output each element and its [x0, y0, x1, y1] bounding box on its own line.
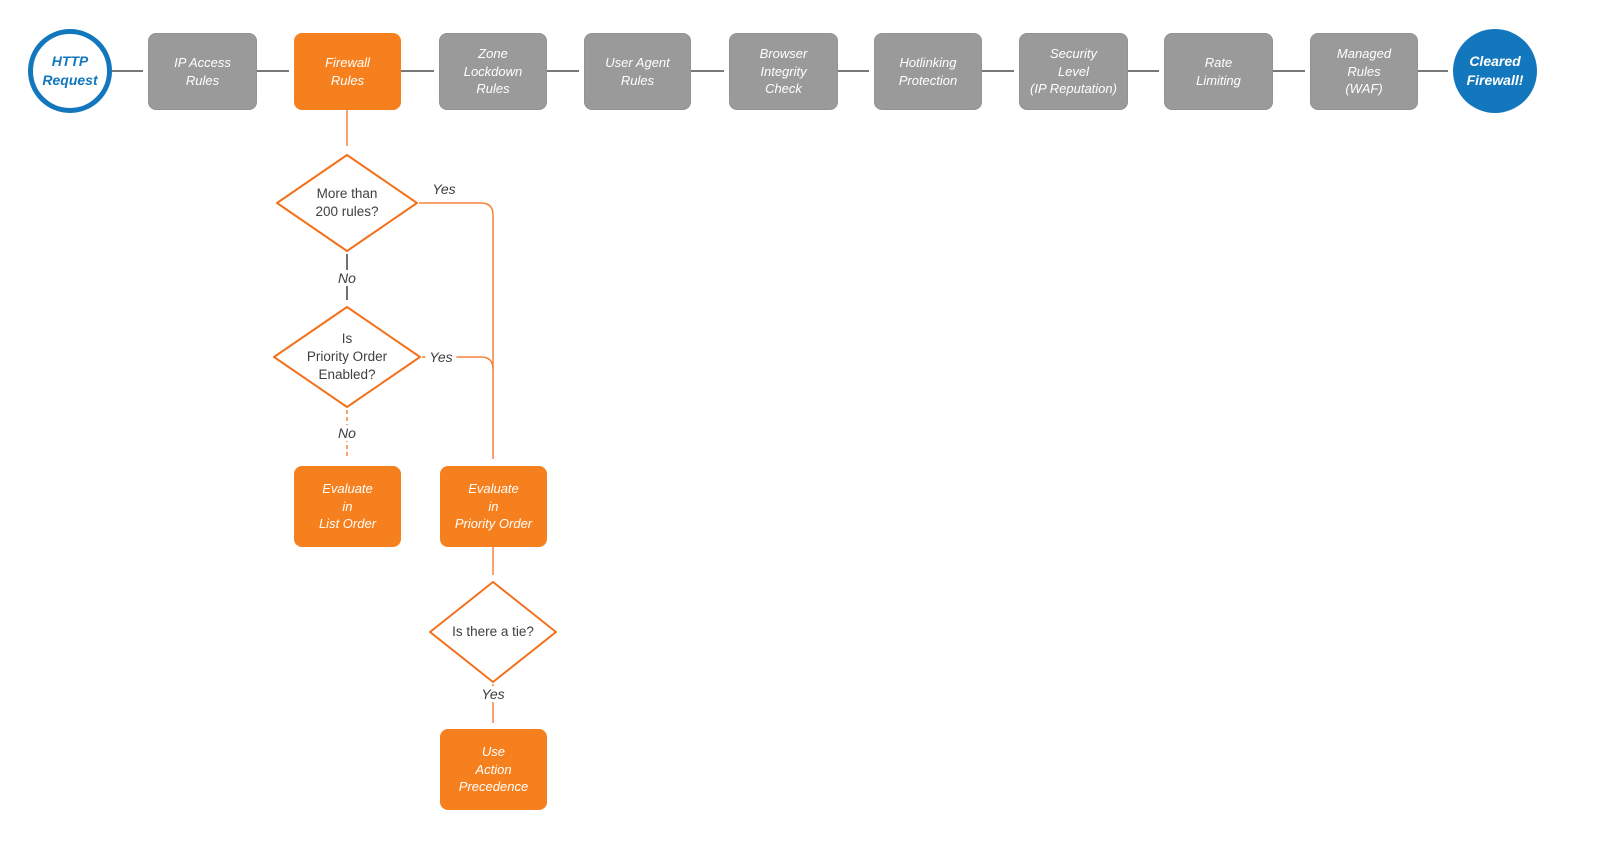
node-decision-priority-order-enabled: Is Priority Order Enabled?: [272, 305, 422, 409]
node-browser-integrity-check-label: Browser Integrity Check: [759, 46, 808, 97]
edge-label-priority-enabled-no: No: [334, 425, 360, 441]
node-hotlinking-protection: Hotlinking Protection: [874, 33, 982, 110]
node-firewall-rules-label: Firewall Rules: [325, 54, 370, 88]
edge-label-more-200-yes: Yes: [428, 181, 460, 197]
edge-label-more-200-no: No: [334, 270, 360, 286]
node-firewall-rules: Firewall Rules: [294, 33, 401, 110]
node-ip-access-rules-label: IP Access Rules: [174, 54, 231, 88]
node-decision-more-than-200-rules: More than 200 rules?: [275, 153, 419, 253]
node-user-agent-rules-label: User Agent Rules: [605, 54, 670, 88]
node-zone-lockdown-rules-label: Zone Lockdown Rules: [463, 46, 523, 97]
node-evaluate-in-list-order-label: Evaluate in List Order: [318, 481, 377, 532]
edge-decision1-yes: [419, 202, 494, 459]
node-evaluate-in-priority-order: Evaluate in Priority Order: [440, 466, 547, 547]
node-use-action-precedence: Use Action Precedence: [440, 729, 547, 810]
node-managed-rules-waf-label: Managed Rules (WAF): [1336, 46, 1392, 97]
node-browser-integrity-check: Browser Integrity Check: [729, 33, 838, 110]
diamond-shape: [429, 581, 557, 683]
diamond-shape: [273, 306, 421, 408]
node-rate-limiting: Rate Limiting: [1164, 33, 1273, 110]
node-cleared-firewall-label: Cleared Firewall!: [1466, 53, 1524, 88]
edge-label-priority-enabled-yes: Yes: [425, 349, 457, 365]
node-evaluate-in-list-order: Evaluate in List Order: [294, 466, 401, 547]
node-http-request-label: HTTP Request: [42, 53, 98, 88]
node-security-level-label: Security Level (IP Reputation): [1030, 46, 1117, 97]
node-hotlinking-protection-label: Hotlinking Protection: [898, 54, 958, 88]
node-decision-is-there-a-tie-label: Is there a tie?: [452, 623, 534, 639]
node-rate-limiting-label: Rate Limiting: [1196, 54, 1241, 88]
node-decision-is-there-a-tie: Is there a tie?: [428, 580, 558, 684]
edge-label-tie-yes: Yes: [477, 686, 509, 702]
node-ip-access-rules: IP Access Rules: [148, 33, 257, 110]
node-security-level: Security Level (IP Reputation): [1019, 33, 1128, 110]
node-user-agent-rules: User Agent Rules: [584, 33, 691, 110]
diamond-shape: [276, 154, 418, 252]
node-decision-more-than-200-rules-label: More than 200 rules?: [315, 185, 379, 219]
node-http-request: HTTP Request: [28, 29, 112, 113]
edge-decision2-yes: [422, 356, 494, 370]
node-use-action-precedence-label: Use Action Precedence: [458, 744, 529, 795]
node-decision-priority-order-enabled-label: Is Priority Order Enabled?: [306, 330, 388, 383]
node-cleared-firewall: Cleared Firewall!: [1453, 29, 1537, 113]
node-zone-lockdown-rules: Zone Lockdown Rules: [439, 33, 547, 110]
node-evaluate-in-priority-order-label: Evaluate in Priority Order: [454, 481, 533, 532]
node-managed-rules-waf: Managed Rules (WAF): [1310, 33, 1418, 110]
